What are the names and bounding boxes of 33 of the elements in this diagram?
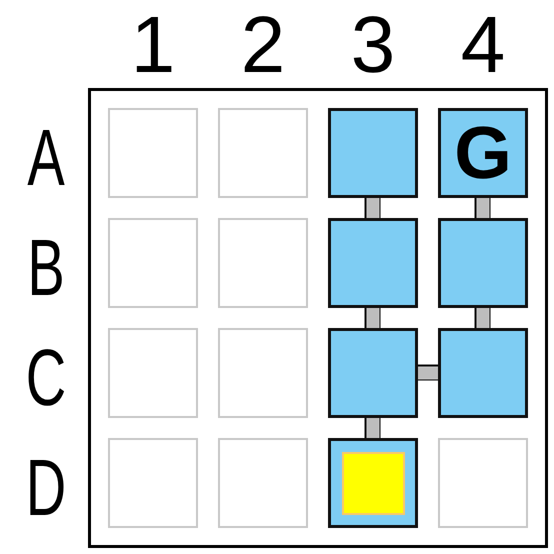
column-number: 3: [350, 4, 396, 85]
empty-grid-square: [108, 108, 198, 198]
connector-bar: [476, 308, 490, 328]
row-letter: C: [26, 338, 66, 418]
connector-bar: [366, 308, 380, 328]
connector-bar: [476, 198, 490, 218]
empty-grid-square: [438, 438, 528, 528]
filled-grid-square: [438, 108, 528, 198]
filled-grid-square: [328, 328, 418, 418]
empty-grid-square: [108, 438, 198, 528]
row-letter: D: [26, 448, 66, 528]
grid-letter: G: [454, 116, 512, 190]
column-number: 4: [460, 4, 506, 85]
empty-grid-square: [108, 218, 198, 308]
connector-bar: [366, 198, 380, 218]
empty-grid-square: [218, 108, 308, 198]
empty-grid-square: [218, 438, 308, 528]
empty-grid-square: [108, 328, 198, 418]
grid-frame: [88, 88, 548, 548]
column-number: 1: [130, 4, 176, 85]
connector-bar: [418, 366, 438, 380]
empty-grid-square: [218, 218, 308, 308]
row-letter: B: [27, 228, 65, 308]
highlight-square: [342, 452, 405, 515]
row-letter: A: [27, 118, 65, 198]
connector-bar: [366, 418, 380, 438]
filled-grid-square: [328, 438, 418, 528]
filled-grid-square: [328, 218, 418, 308]
filled-grid-square: [438, 328, 528, 418]
filled-grid-square: [438, 218, 528, 308]
empty-grid-square: [218, 328, 308, 418]
column-number: 2: [240, 4, 286, 85]
filled-grid-square: [328, 108, 418, 198]
